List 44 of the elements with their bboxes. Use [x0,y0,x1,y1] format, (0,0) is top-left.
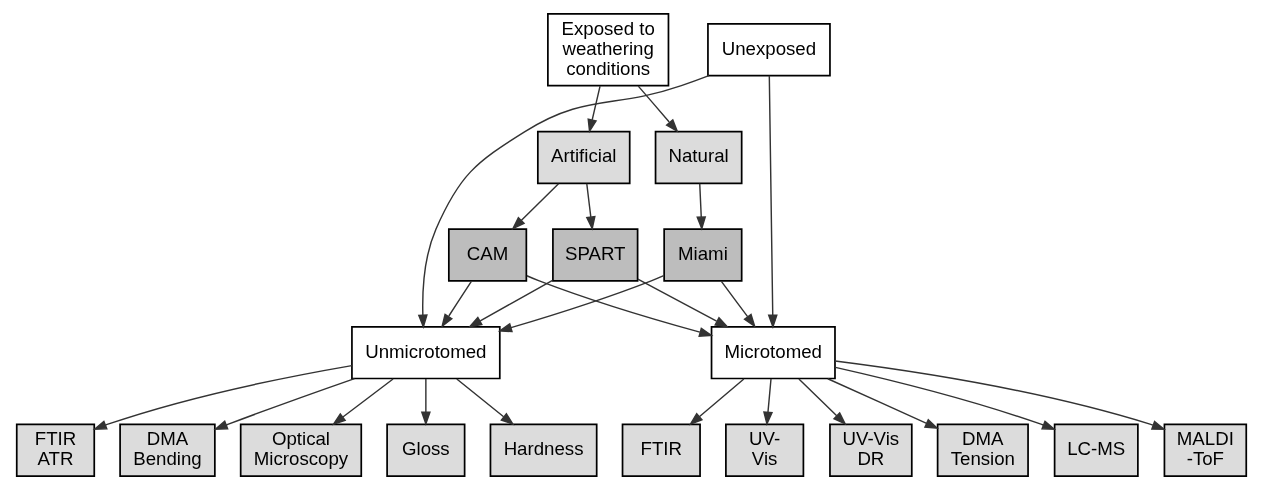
node-box: MALDI -ToF [1163,423,1248,477]
node-box: CAM [447,228,528,282]
arrow [92,364,353,431]
arrow [798,378,847,426]
node-box: UV- Vis [725,423,805,477]
arrow [834,360,1167,430]
node-box: Optical Microscopy [239,423,363,477]
arrow [696,183,707,231]
arrow [456,378,515,426]
arrow [420,378,431,426]
arrow [763,378,774,426]
node-box: SPART [552,228,639,282]
arrow [720,280,756,328]
arrow [637,278,730,328]
arrow [688,378,745,426]
node-box: UV-Vis DR [829,423,913,477]
arrow [417,74,710,329]
node-box: Natural [654,130,743,185]
node-box: DMA Tension [936,423,1029,477]
arrow [467,279,554,328]
arrow [331,378,394,426]
arrow [587,85,601,134]
arrow [213,377,356,430]
node-box: Hardness [489,423,598,477]
node-box: FTIR [621,423,701,477]
node-box: Microtomed [710,325,836,380]
node-box: Unexposed [707,23,831,77]
node-box: FTIR ATR [15,423,96,477]
arrow [827,378,940,430]
arrow [637,85,679,133]
node-box: Gloss [386,423,466,477]
node-box: LC-MS [1053,423,1139,477]
arrow [526,275,714,337]
node-box: Unmicrotomed [351,325,501,380]
node-box: Artificial [536,130,631,185]
arrow [441,280,473,328]
arrow [767,75,778,329]
arrow [511,183,560,231]
arrow [497,275,665,333]
node-box: Miami [663,228,743,282]
arrow [834,366,1057,430]
arrow [585,183,596,231]
node-box: DMA Bending [119,423,216,477]
node-box: Exposed to weathering conditions [547,13,670,87]
